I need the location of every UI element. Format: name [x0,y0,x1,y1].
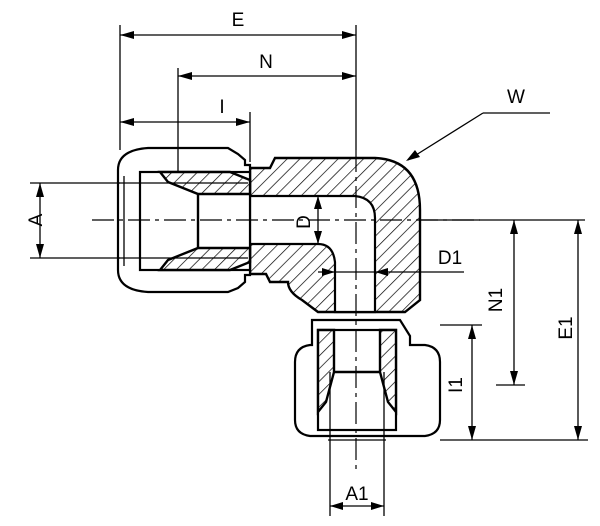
label-N1: N1 [486,288,507,312]
label-I: I [219,97,224,118]
label-A1: A1 [345,484,368,505]
label-D1: D1 [438,248,462,269]
label-E1: E1 [556,316,577,339]
label-I1: I1 [446,377,467,393]
label-D: D [294,215,315,229]
label-A: A [26,213,47,226]
label-E: E [232,10,245,31]
label-N: N [259,52,273,73]
leader-W [407,112,484,161]
label-W: W [507,87,525,108]
left-ferrule-lower [157,246,252,272]
elbow-bore [246,194,377,314]
